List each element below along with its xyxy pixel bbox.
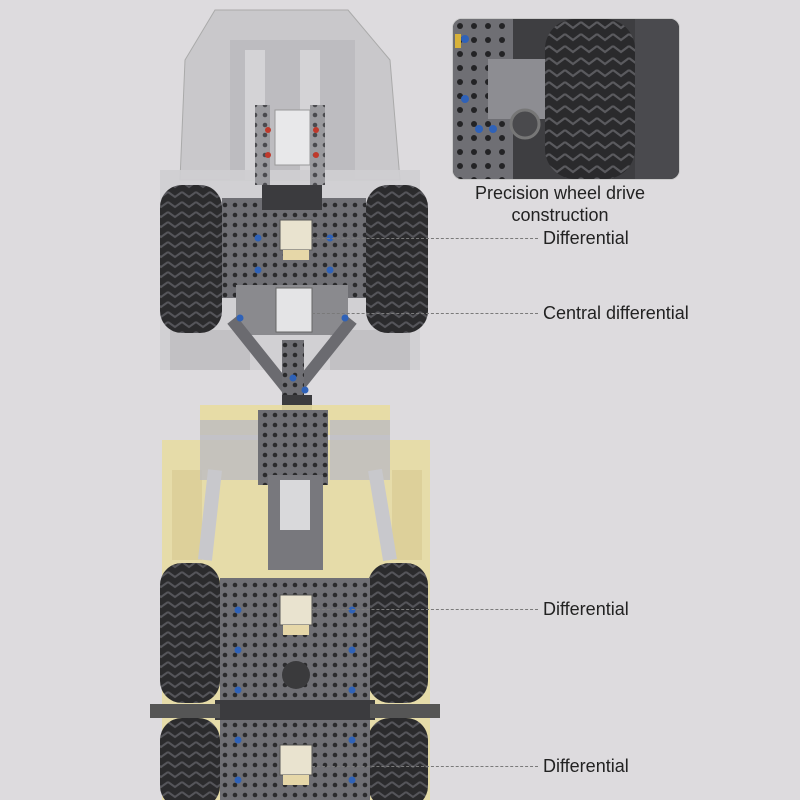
- front-right-wheel: [366, 185, 428, 333]
- middle-right-wheel: [368, 563, 428, 703]
- rear-right-wheel: [368, 718, 428, 800]
- rear-differential: [279, 744, 313, 785]
- central-differential: [236, 285, 348, 335]
- rear-left-wheel: [160, 718, 220, 800]
- front-left-wheel: [160, 185, 222, 333]
- wheel-drive-closeup-inset: [452, 18, 680, 180]
- middle-left-wheel: [160, 563, 220, 703]
- inset-caption: Precision wheel drive construction: [440, 182, 680, 226]
- callout-leader-middle-differential: [312, 609, 538, 610]
- front-differential: [279, 219, 313, 260]
- front-chassis-frame: [222, 105, 366, 298]
- front-blue-pins: [236, 234, 349, 394]
- callout-leader-front-differential: [312, 238, 538, 239]
- rear-blue-pins: [234, 606, 356, 784]
- callout-leader-rear-differential: [312, 766, 538, 767]
- wheel-drive-closeup-image: [453, 19, 679, 179]
- callout-rear-differential: Differential: [543, 756, 629, 776]
- middle-differential: [279, 594, 313, 635]
- callout-middle-differential: Differential: [543, 599, 629, 619]
- inset-caption-line2: construction: [511, 205, 609, 225]
- rear-spine-frame: [258, 410, 328, 570]
- inset-caption-line1: Precision wheel drive: [474, 183, 646, 203]
- callout-leader-central-differential: [312, 313, 538, 314]
- callout-front-differential: Differential: [543, 228, 629, 248]
- callout-central-differential: Central differential: [543, 303, 689, 323]
